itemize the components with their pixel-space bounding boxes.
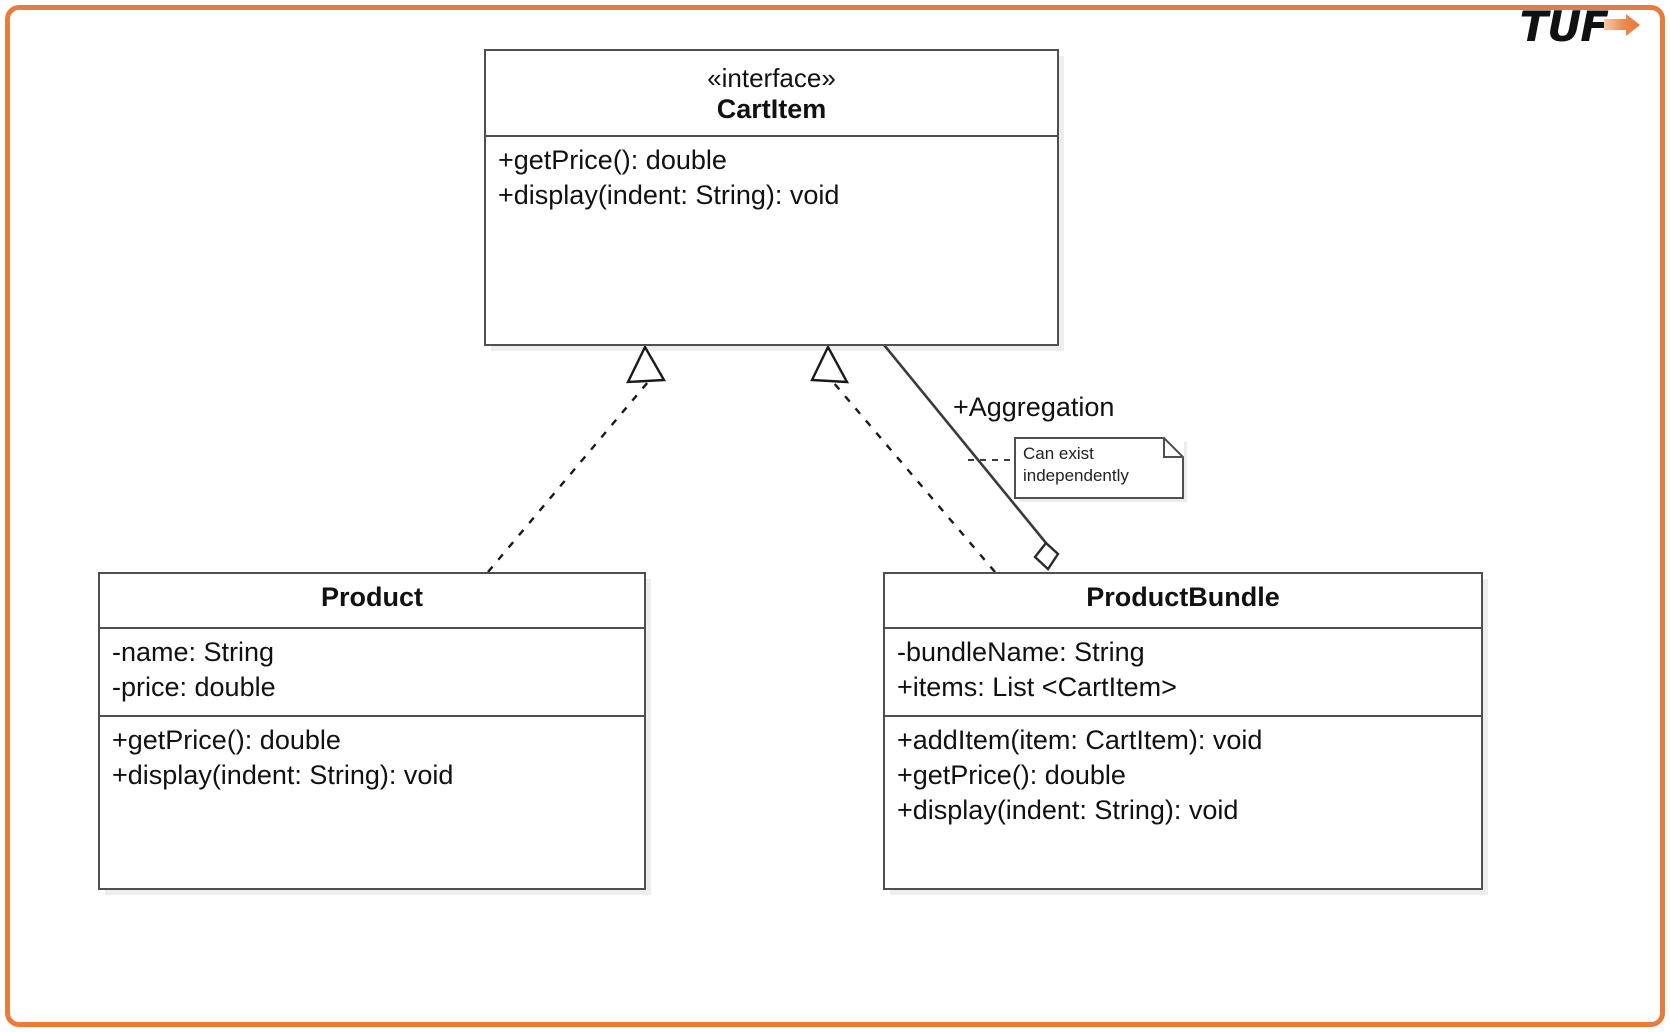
attribute-row: -name: String — [112, 637, 275, 667]
note-can-exist-independently[interactable]: Can exist independently — [1014, 437, 1184, 499]
class-operations-product: +getPrice(): double +display(indent: Str… — [100, 715, 644, 890]
operation-row: +display(indent: String): void — [897, 795, 1239, 826]
note-text: Can exist independently — [1023, 444, 1129, 485]
class-box-product[interactable]: Product -name: String -price: double +ge… — [98, 572, 646, 890]
class-header-cartitem: «interface» CartItem — [486, 51, 1057, 135]
operation-row: +addItem(item: CartItem): void — [897, 725, 1263, 755]
class-header-productbundle: ProductBundle — [885, 574, 1481, 627]
operation-row: +getPrice(): double — [112, 725, 341, 755]
operation-row: +getPrice(): double — [498, 145, 727, 175]
class-attributes-product: -name: String -price: double — [100, 627, 644, 715]
logo-text: TUF — [1519, 2, 1609, 51]
operation-row: +getPrice(): double — [897, 760, 1126, 791]
arrow-right-icon — [1602, 14, 1642, 40]
class-box-cartitem[interactable]: «interface» CartItem +getPrice(): double… — [484, 49, 1059, 346]
attribute-row: -bundleName: String — [897, 637, 1145, 667]
class-stereotype: «interface» — [707, 63, 836, 93]
connector-realize-productbundle — [810, 344, 996, 573]
tuf-logo: TUF — [1520, 4, 1642, 50]
connector-realize-product — [487, 344, 667, 573]
class-name: ProductBundle — [1086, 582, 1280, 612]
relationship-label-aggregation: +Aggregation — [953, 392, 1115, 422]
class-box-productbundle[interactable]: ProductBundle -bundleName: String +items… — [883, 572, 1483, 890]
attribute-row: +items: List <CartItem> — [897, 672, 1177, 703]
class-attributes-productbundle: -bundleName: String +items: List <CartIt… — [885, 627, 1481, 715]
class-name: CartItem — [716, 93, 827, 124]
class-header-product: Product — [100, 574, 644, 627]
class-operations-productbundle: +addItem(item: CartItem): void +getPrice… — [885, 715, 1481, 890]
operation-row: +display(indent: String): void — [498, 180, 840, 211]
class-name: Product — [320, 582, 423, 612]
attribute-row: -price: double — [112, 672, 276, 703]
operation-row: +display(indent: String): void — [112, 760, 454, 791]
class-operations-cartitem: +getPrice(): double +display(indent: Str… — [486, 135, 1057, 346]
